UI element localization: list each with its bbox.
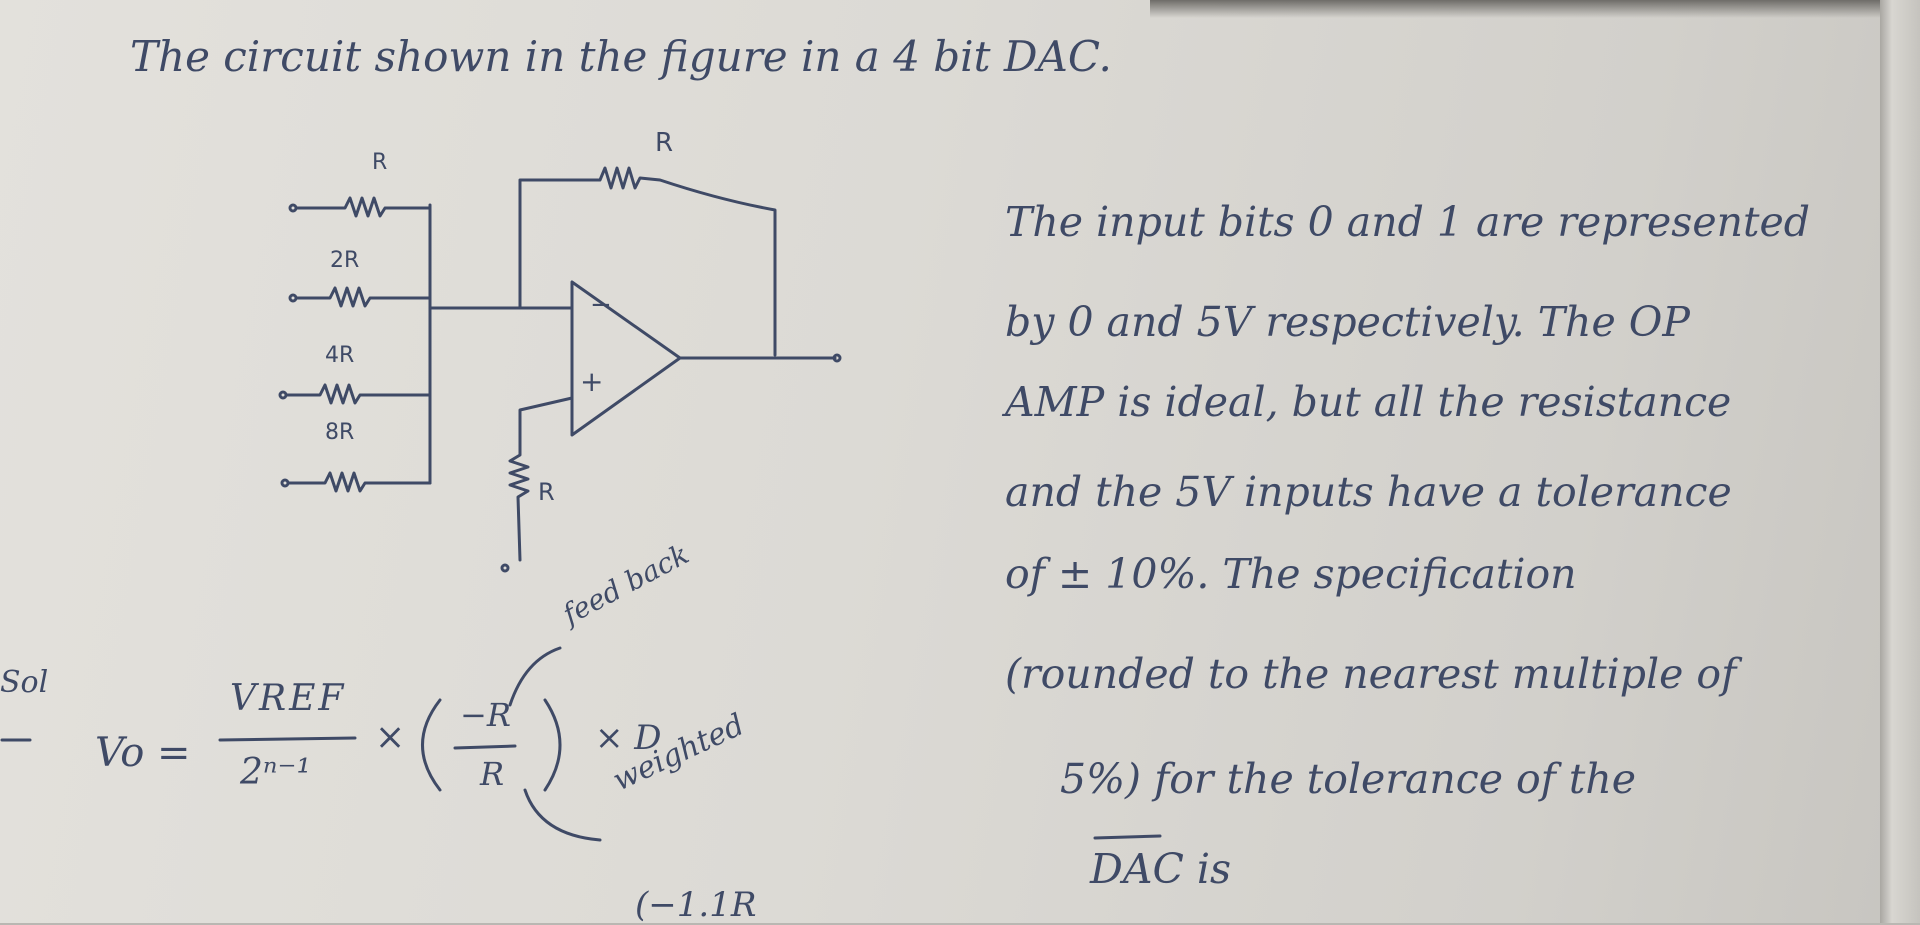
- question-line: DAC is: [1090, 845, 1232, 893]
- ground-resistor: [500, 396, 574, 573]
- formula-fraction-num: −R: [460, 696, 511, 734]
- question-line: AMP is ideal, but all the resistance: [1005, 378, 1732, 426]
- question-line: (rounded to the nearest multiple of: [1005, 650, 1737, 698]
- formula-fraction-den: R: [480, 755, 505, 793]
- formula-times-d: × D: [595, 718, 662, 758]
- formula-times: ×: [375, 717, 406, 758]
- fraction-bar-r: [453, 744, 517, 750]
- formula-vo: Vo =: [95, 730, 191, 776]
- dac-underline: [1093, 834, 1162, 840]
- question-line: 5%) for the tolerance of the: [1060, 755, 1637, 803]
- input-resistor-r: [288, 196, 432, 218]
- label-feedback-r: R: [655, 128, 674, 158]
- feedback-arrow: [508, 646, 562, 707]
- solution-label: Sol: [0, 665, 49, 700]
- label-r: R: [372, 150, 388, 175]
- question-line: of ± 10%. The specification: [1005, 550, 1577, 598]
- opamp-plus-sign: +: [580, 365, 604, 398]
- input-resistor-8r: [280, 471, 432, 493]
- label-ground-r: R: [538, 478, 555, 506]
- feedback-resistor: [518, 166, 777, 357]
- paren-left: [421, 698, 442, 792]
- question-line: and the 5V inputs have a tolerance: [1005, 468, 1732, 516]
- formula-numerator: VREF: [230, 678, 347, 719]
- input-resistor-4r: [278, 383, 432, 405]
- input-resistor-2r: [288, 286, 432, 308]
- question-line: The input bits 0 and 1 are represented: [1005, 198, 1811, 246]
- opamp-minus-sign: −: [590, 290, 612, 320]
- question-title: The circuit shown in the figure in a 4 b…: [130, 32, 1112, 81]
- label-8r: 8R: [325, 420, 355, 445]
- page-edge: [1880, 0, 1920, 923]
- label-2r: 2R: [330, 248, 360, 273]
- fraction-bar-main: [218, 736, 357, 742]
- label-4r: 4R: [325, 343, 355, 368]
- page-shadow: [1150, 0, 1920, 18]
- bottom-partial-text: (−1.1R: [635, 885, 757, 925]
- opamp-triangle: [570, 280, 682, 437]
- question-line: by 0 and 5V respectively. The OP: [1005, 298, 1690, 346]
- weighted-arrow: [523, 788, 602, 842]
- formula-denominator: 2ⁿ⁻¹: [240, 752, 311, 793]
- paren-right: [543, 698, 562, 792]
